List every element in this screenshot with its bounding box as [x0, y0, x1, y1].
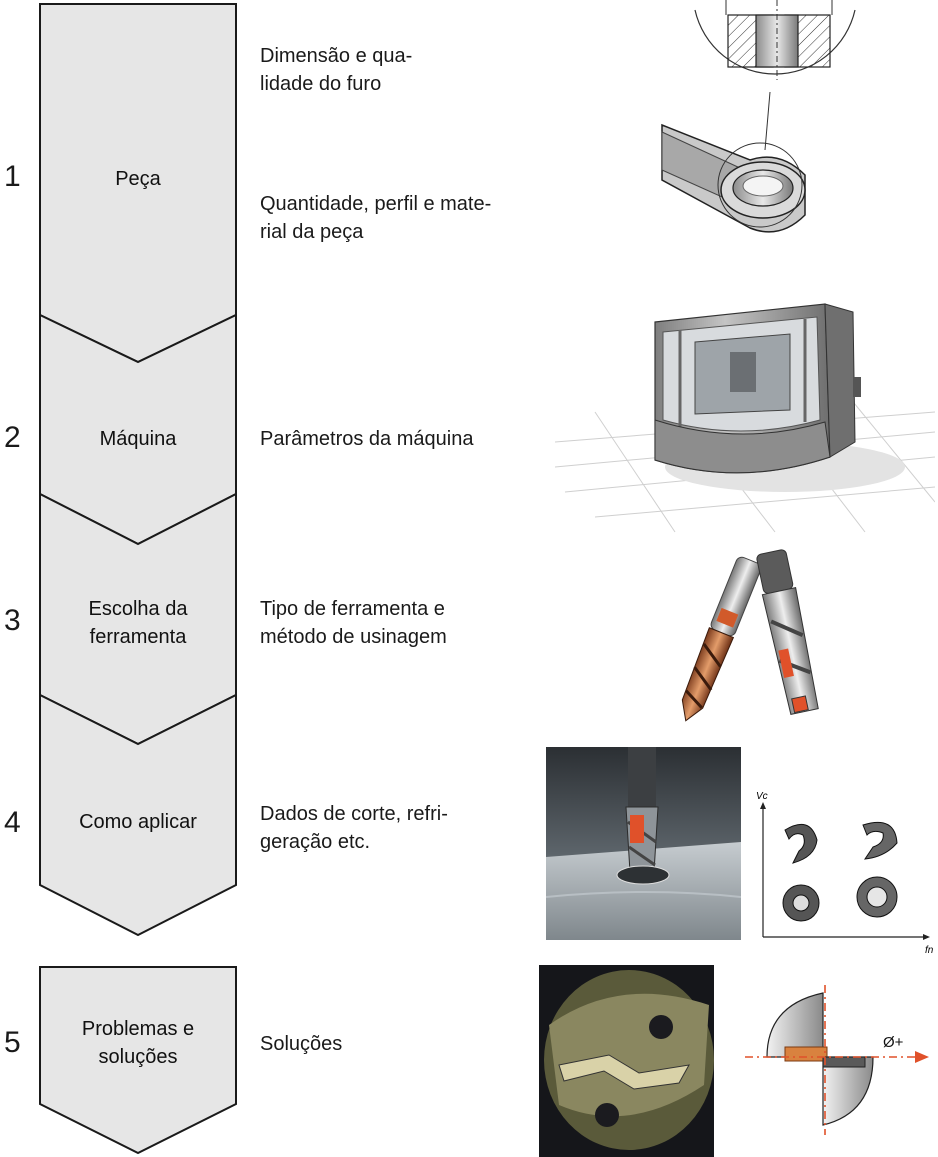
drill-section-diagram: Ø+	[745, 985, 929, 1135]
stage-2-description: Parâmetros da máquina	[260, 428, 474, 450]
drill-tools-illustration	[681, 549, 819, 722]
stage-1-number: 1	[4, 160, 21, 193]
machine-center-illustration	[555, 303, 935, 533]
drilling-photo	[546, 747, 741, 940]
stage-5-shape	[39, 966, 237, 1155]
stage-3-label: Escolha da ferramenta	[88, 598, 188, 648]
chip-form-chart: Vc fn	[756, 791, 934, 955]
stage-5-label: Problemas e soluções	[81, 1018, 195, 1068]
stage-4-number: 4	[4, 806, 21, 839]
chip-shape-bottom-right	[856, 876, 898, 918]
stage-3-description: Tipo de ferramenta e método de usinagem	[260, 598, 447, 648]
stage-4-description: Dados de corte, refri- geração etc.	[260, 803, 448, 853]
stage-4-shape	[39, 693, 237, 937]
process-flow	[39, 3, 237, 1155]
stage-1-description-part: Quantidade, perfil e mate- rial da peça	[260, 193, 492, 243]
chip-chart-x-label: fn	[925, 945, 934, 955]
stage-2-number: 2	[4, 421, 21, 454]
diameter-increase-label: Ø+	[883, 1034, 904, 1051]
stage-5-description: Soluções	[260, 1033, 343, 1055]
chip-shape-top-right	[862, 821, 898, 860]
stage-3-number: 3	[4, 604, 21, 637]
chip-shape-top-left	[784, 823, 818, 864]
chip-shape-bottom-left	[782, 884, 820, 922]
stage-5-number: 5	[4, 1026, 21, 1059]
connecting-rod-illustration	[661, 0, 856, 233]
stage-2-label: Máquina	[99, 428, 177, 450]
chip-chart-y-label: Vc	[756, 791, 768, 802]
stage-1-label: Peça	[115, 168, 161, 190]
stage-1-description-hole: Dimensão e qua- lidade do furo	[260, 45, 413, 95]
stage-4-label: Como aplicar	[79, 811, 197, 833]
insert-wear-photo	[539, 965, 714, 1157]
